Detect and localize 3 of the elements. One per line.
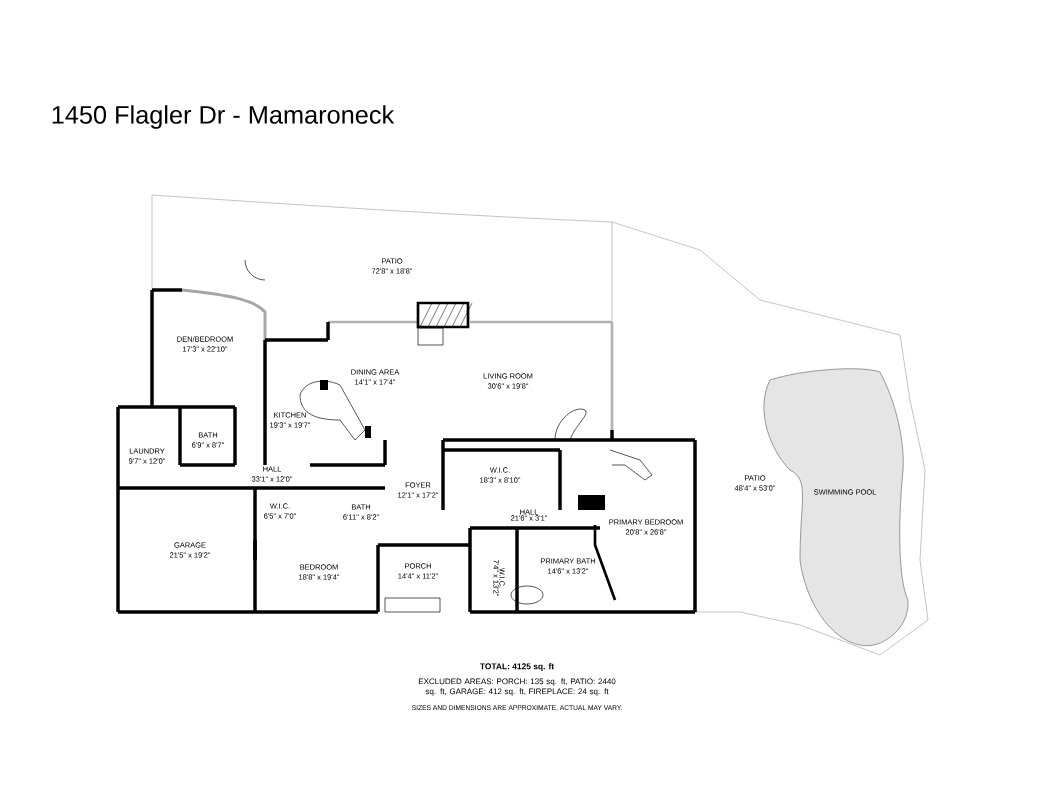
excluded-areas-note: EXCLUDED AREAS: PORCH: 135 sq. ft, PATIO: 2440 sq. ft, GARAGE: 412 sq. ft, FIREPLACE: 24 sq. ft	[418, 678, 616, 696]
total-area: TOTAL: 4125 sq. ft	[480, 663, 554, 671]
title: 1450 Flagler Dr - Mamaroneck	[52, 105, 395, 129]
